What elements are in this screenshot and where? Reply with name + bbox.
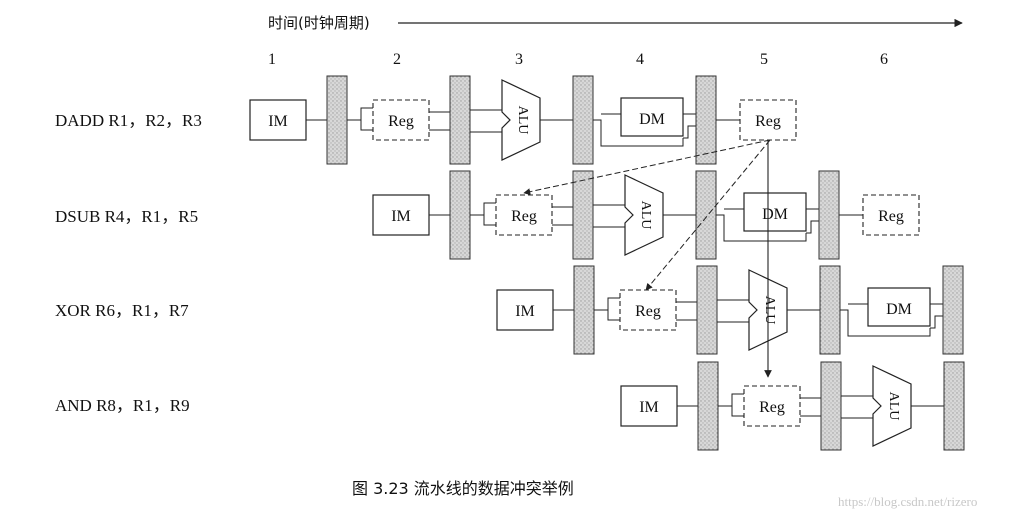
datapath-wire bbox=[607, 310, 620, 321]
im-stage-box bbox=[372, 194, 430, 236]
cycle-number: 5 bbox=[760, 51, 768, 68]
pipeline-register bbox=[696, 265, 718, 355]
alu-label: ALU bbox=[515, 106, 530, 135]
dm-stage-box bbox=[620, 97, 684, 137]
cycle-number: 6 bbox=[880, 51, 888, 68]
pipeline-row: IM Reg ALU DM bbox=[496, 265, 964, 355]
pipeline-register bbox=[449, 75, 471, 165]
datapath-wire bbox=[683, 125, 696, 139]
pipeline-register bbox=[942, 265, 964, 355]
writeback-reg-box bbox=[862, 194, 920, 236]
alu-label: ALU bbox=[886, 392, 901, 421]
datapath-wire bbox=[593, 119, 684, 147]
stage-label: IM bbox=[639, 399, 659, 416]
cycle-number: 3 bbox=[515, 51, 523, 68]
pipeline-row: IM Reg ALU bbox=[620, 361, 965, 451]
stage-label: DM bbox=[639, 111, 665, 128]
alu-stage-shape bbox=[501, 79, 541, 161]
instruction-label-xor: XOR R6，R1，R7 bbox=[55, 301, 189, 320]
pipeline-register bbox=[695, 170, 717, 260]
datapath-wire bbox=[731, 406, 744, 417]
cycle-numbers: 1 2 3 4 5 6 bbox=[268, 51, 888, 68]
watermark: https://blog.csdn.net/rizero bbox=[838, 494, 977, 509]
datapath-wire bbox=[360, 120, 373, 131]
datapath-wire bbox=[718, 393, 744, 407]
cycle-number: 1 bbox=[268, 51, 276, 68]
hazard-arrows bbox=[523, 139, 772, 378]
stage-label: IM bbox=[515, 303, 535, 320]
pipeline-row: IM Reg ALU DM Reg bbox=[249, 75, 797, 165]
datapath-wire bbox=[594, 297, 620, 311]
stage-label: DM bbox=[886, 301, 912, 318]
pipeline-register bbox=[449, 170, 471, 260]
datapath-wire bbox=[470, 202, 496, 216]
pipeline-register bbox=[572, 75, 594, 165]
pipeline-register bbox=[943, 361, 965, 451]
datapath-wire bbox=[806, 220, 819, 234]
pipeline-register bbox=[573, 265, 595, 355]
dm-stage-box bbox=[867, 287, 931, 327]
cycle-number: 2 bbox=[393, 51, 401, 68]
alu-stage-shape bbox=[872, 365, 912, 447]
alu-stage-shape bbox=[624, 174, 664, 256]
pipeline-register bbox=[695, 75, 717, 165]
reg-stage-box bbox=[495, 194, 553, 236]
alu-label: ALU bbox=[638, 201, 653, 230]
writeback-reg-box bbox=[739, 99, 797, 141]
pipeline-register bbox=[326, 75, 348, 165]
im-stage-box bbox=[620, 385, 678, 427]
figure-caption: 图 3.23 流水线的数据冲突举例 bbox=[352, 479, 574, 498]
stage-label: Reg bbox=[388, 113, 414, 130]
datapath-wire bbox=[483, 215, 496, 226]
stage-label: Reg bbox=[878, 208, 904, 225]
cycle-number: 4 bbox=[636, 51, 644, 68]
time-axis-label: 时间(时钟周期) bbox=[268, 14, 370, 32]
instruction-label-and: AND R8，R1，R9 bbox=[55, 396, 190, 415]
forward-arrow-to-xor bbox=[645, 139, 771, 291]
reg-stage-box bbox=[372, 99, 430, 141]
stage-label: Reg bbox=[759, 399, 785, 416]
pipeline-row: IM Reg ALU DM Reg bbox=[372, 170, 920, 260]
instruction-label-dsub: DSUB R4，R1，R5 bbox=[55, 207, 198, 226]
pipeline-register bbox=[818, 170, 840, 260]
reg-stage-box bbox=[743, 385, 801, 427]
forward-arrow-to-dsub bbox=[523, 139, 771, 196]
datapath-wire bbox=[930, 315, 943, 329]
pipeline-register bbox=[820, 361, 842, 451]
stage-label: IM bbox=[391, 208, 411, 225]
instruction-label-dadd: DADD R1，R2，R3 bbox=[55, 111, 202, 130]
stage-label: Reg bbox=[755, 113, 781, 130]
stage-label: Reg bbox=[635, 303, 661, 320]
datapath-wire bbox=[347, 107, 373, 121]
stage-label: Reg bbox=[511, 208, 537, 225]
pipeline-register bbox=[819, 265, 841, 355]
pipeline-register bbox=[697, 361, 719, 451]
im-stage-box bbox=[496, 289, 554, 331]
stage-label: IM bbox=[268, 113, 288, 130]
pipeline-register bbox=[572, 170, 594, 260]
datapath-wire bbox=[840, 309, 931, 337]
stage-label: DM bbox=[762, 206, 788, 223]
dm-stage-box bbox=[743, 192, 807, 232]
datapath-wire bbox=[716, 214, 807, 242]
alu-label: ALU bbox=[762, 296, 777, 325]
